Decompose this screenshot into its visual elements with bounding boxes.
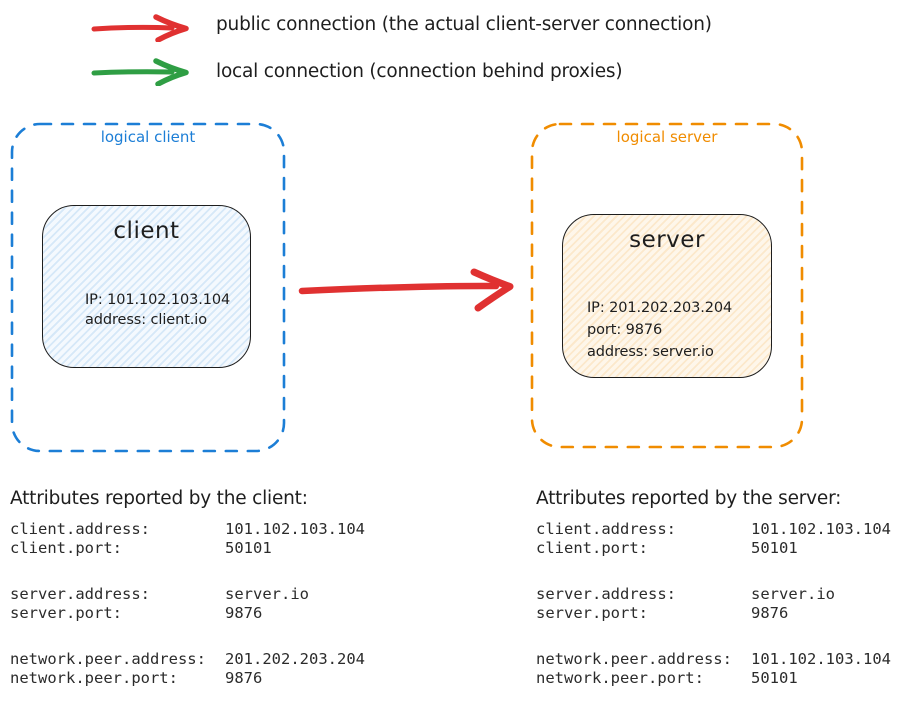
legend-public-label: public connection (the actual client-ser… [216,14,712,35]
arrow-shaft [91,24,175,32]
server-node-details: IP: 201.202.203.204 port: 9876 address: … [587,297,732,363]
attr-row: network.peer.address:101.102.103.104 [536,650,891,668]
logical-client-label: logical client [100,128,196,146]
attr-row: network.peer.address:201.202.203.204 [10,650,365,668]
attr-row: client.port:50101 [10,539,272,557]
public-connection-arrow-icon [91,14,189,42]
server-ip-line: IP: 201.202.203.204 [587,300,733,316]
attr-row: client.address:101.102.103.104 [10,520,365,538]
logical-server-label: logical server [616,128,718,146]
logical-client-dashed-border [10,122,286,453]
server-node: server IP: 201.202.203.204 port: 9876 ad… [562,214,772,378]
attr-row: network.peer.port:50101 [536,669,798,687]
client-attributes-list: client.address:101.102.103.104 client.po… [10,520,440,688]
attr-row: client.address:101.102.103.104 [536,520,891,538]
client-attributes-heading: Attributes reported by the client: [10,488,308,509]
client-node: client IP: 101.102.103.104 address: clie… [42,205,251,368]
logical-server-box: logical server server IP: 201.202.203.20… [530,122,804,449]
arrow-head [153,58,189,86]
arrow-head [153,14,189,42]
arrow-shaft [91,69,175,76]
client-node-details: IP: 101.102.103.104 address: client.io [85,290,230,330]
server-address-line: address: server.io [587,344,714,360]
arrow-shaft [298,282,500,295]
attr-row: server.address:server.io [10,585,309,603]
client-to-server-arrow-icon [298,268,514,312]
local-connection-arrow-icon [91,58,189,86]
arrow-head [470,268,514,312]
client-address-line: address: client.io [85,312,207,328]
server-attributes-heading: Attributes reported by the server: [536,488,842,509]
server-port-line: port: 9876 [587,322,663,338]
attr-row: server.address:server.io [536,585,835,603]
attr-row: server.port:9876 [536,604,789,622]
logical-client-box: logical client client IP: 101.102.103.10… [10,122,286,453]
server-attributes-list: client.address:101.102.103.104 client.po… [536,520,900,688]
attr-row: server.port:9876 [10,604,263,622]
client-attributes-section: Attributes reported by the client: clien… [10,486,440,688]
client-node-title: client [113,218,180,244]
client-ip-line: IP: 101.102.103.104 [85,292,231,308]
server-node-title: server [629,227,705,253]
legend-local-label: local connection (connection behind prox… [216,61,623,82]
attr-row: network.peer.port:9876 [10,669,263,687]
attr-row: client.port:50101 [536,539,798,557]
server-attributes-section: Attributes reported by the server: clien… [536,486,900,688]
